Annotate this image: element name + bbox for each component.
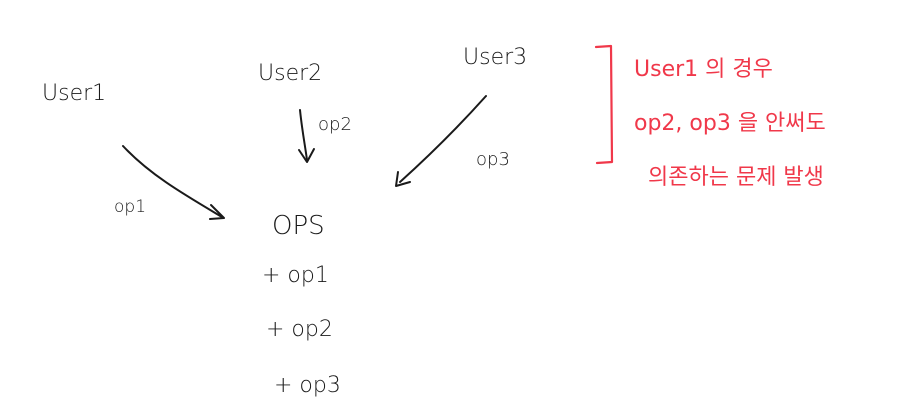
- arrowhead-user1: [209, 204, 225, 220]
- op3-label: op3: [476, 149, 510, 170]
- user2-label: User2: [258, 61, 322, 86]
- note-line-2: op2, op3 을 안써도: [634, 111, 826, 136]
- note-line-3: 의존하는 문제 발생: [648, 165, 824, 190]
- arrowhead-user2: [298, 148, 315, 163]
- arrowhead-user3: [395, 171, 411, 187]
- arrow-user2-to-ops: [299, 109, 308, 161]
- arrow-user1-to-ops: [122, 145, 223, 218]
- ops-title: OPS: [272, 211, 325, 241]
- ops-line-op3: + op3: [274, 373, 341, 398]
- note-bracket: [594, 44, 614, 165]
- user3-label: User3: [463, 45, 527, 70]
- arrow-user3-to-ops: [399, 95, 487, 183]
- note-line-1: User1 의 경우: [634, 57, 773, 82]
- ops-line-op1: + op1: [262, 263, 329, 288]
- user1-label: User1: [42, 81, 106, 106]
- op2-label: op2: [318, 114, 352, 135]
- op1-label: op1: [114, 197, 146, 217]
- ops-line-op2: + op2: [266, 317, 333, 342]
